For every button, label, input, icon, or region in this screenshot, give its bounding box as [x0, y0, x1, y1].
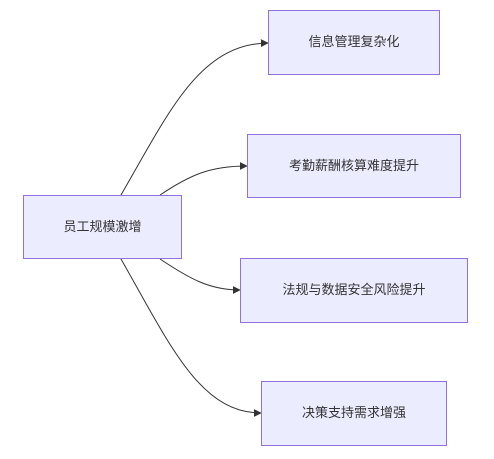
- edge-root-to-node-3: [159, 258, 241, 294]
- edge-root-to-node-4: [120, 258, 262, 417]
- child-node-1: 信息管理复杂化: [268, 10, 440, 75]
- edge-root-to-node-1: [120, 39, 269, 196]
- edge-root-to-node-2: [159, 162, 248, 196]
- child-node-2-label: 考勤薪酬核算难度提升: [288, 158, 419, 174]
- child-node-2: 考勤薪酬核算难度提升: [247, 134, 461, 198]
- child-node-3: 法规与数据安全风险提升: [240, 258, 468, 323]
- root-node: 员工规模激增: [23, 195, 182, 259]
- child-node-1-label: 信息管理复杂化: [308, 35, 400, 50]
- root-node-label: 员工规模激增: [63, 219, 142, 235]
- child-node-4-label: 决策支持需求增强: [301, 406, 406, 421]
- child-node-4: 决策支持需求增强: [261, 381, 447, 446]
- child-node-3-label: 法规与数据安全风险提升: [282, 283, 426, 298]
